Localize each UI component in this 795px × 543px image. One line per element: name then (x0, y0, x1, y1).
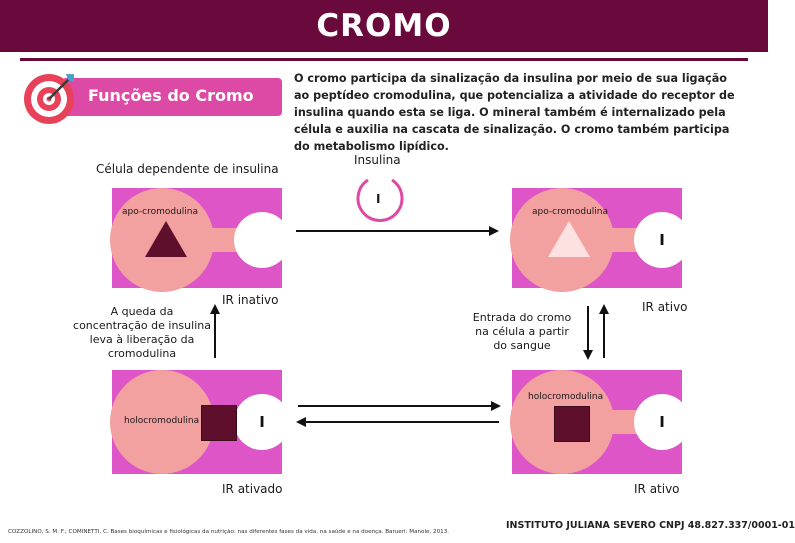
institute-text: INSTITUTO JULIANA SEVERO CNPJ 48.827.337… (506, 520, 795, 531)
intro-paragraph: O cromo participa da sinalização da insu… (294, 72, 735, 153)
molecule-top-left: apo-cromodulina (122, 207, 199, 217)
state-top-left: IR inativo (222, 293, 279, 307)
chromium-square-bottom-right (554, 406, 590, 442)
insulin-symbol: I (376, 192, 381, 206)
receptor-bottom-right: I (634, 394, 690, 450)
receptor-top-right: I (634, 212, 690, 268)
receptor-symbol-bottom-right: I (659, 413, 665, 431)
state-bottom-left: IR ativado (222, 482, 283, 496)
cell-title: Célula dependente de insulina (96, 162, 279, 176)
molecule-top-right: apo-cromodulina (532, 207, 609, 217)
state-bottom-right: IR ativo (634, 482, 680, 496)
insulin-ring-icon (356, 178, 404, 222)
receptor-symbol-top-right: I (659, 231, 665, 249)
functions-badge-label: Funções do Cromo (88, 86, 254, 105)
state-top-right: IR ativo (642, 300, 688, 314)
neck-bottom-right (600, 410, 640, 434)
chromium-triangle-dark (145, 221, 187, 257)
header-divider (20, 58, 748, 61)
left-note: A queda da concentração de insulina leva… (73, 305, 211, 360)
right-note: Entrada do cromo na célula a partir do s… (472, 311, 572, 352)
neck-top-right (600, 228, 640, 252)
reference-text: COZZOLINO, S. M. F.; COMINETTI, C. Bases… (8, 529, 450, 535)
receptor-top-left (234, 212, 290, 268)
receptor-symbol-bottom-left: I (259, 413, 265, 431)
insulin-label: Insulina (354, 153, 401, 167)
functions-badge: Funções do Cromo (62, 78, 282, 116)
molecule-bottom-right: holocromodulina (528, 392, 604, 402)
flow-arrows (210, 226, 609, 427)
chromium-triangle-light (548, 221, 590, 257)
chromium-square-bottom-left (201, 405, 237, 441)
page-title: CROMO (316, 8, 452, 44)
molecule-bottom-left: holocromodulina (124, 416, 200, 426)
target-icon (24, 74, 74, 124)
header-bar: CROMO (0, 0, 768, 52)
cytoplasm-bottom-left (110, 370, 214, 474)
neck-top-left (200, 228, 240, 252)
receptor-bottom-left: I (234, 394, 290, 450)
